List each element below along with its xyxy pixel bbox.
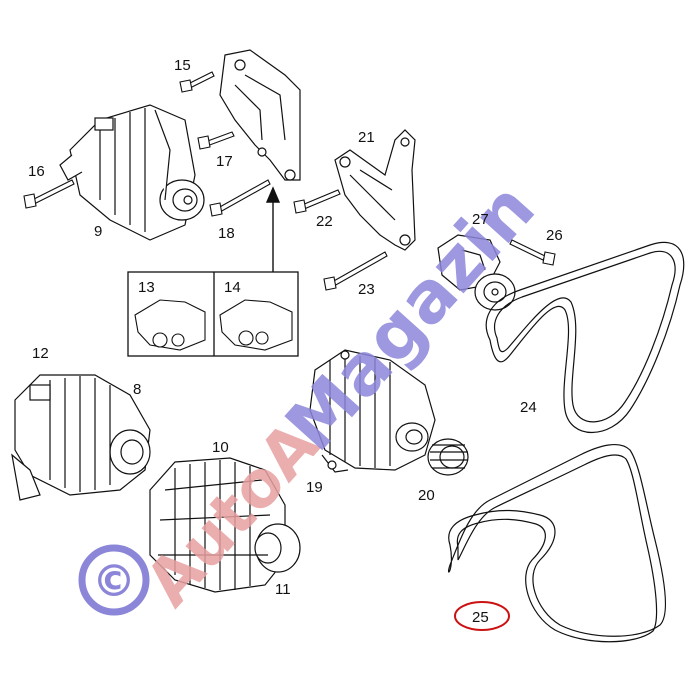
callout-17: 17 — [216, 153, 233, 170]
bolt-16 — [23, 179, 75, 209]
part-24-belt — [485, 241, 685, 433]
callout-14: 14 — [224, 279, 241, 296]
callout-27: 27 — [472, 211, 489, 228]
callout-8: 8 — [133, 381, 141, 398]
part-27-tensioner — [437, 234, 516, 311]
callout-23: 23 — [358, 281, 375, 298]
detail-box-13-14 — [127, 271, 299, 357]
mounting-bracket — [219, 49, 301, 181]
callout-25: 25 — [472, 609, 489, 626]
callout-19: 19 — [306, 479, 323, 496]
part-21-bracket — [334, 129, 416, 251]
callout-12: 12 — [32, 345, 49, 362]
callout-16: 16 — [28, 163, 45, 180]
callout-18: 18 — [218, 225, 235, 242]
callout-22: 22 — [316, 213, 333, 230]
bolt-22 — [293, 189, 341, 214]
part-19-alternator — [309, 349, 436, 473]
callout-9: 9 — [94, 223, 102, 240]
callout-13: 13 — [138, 279, 155, 296]
bolt-17 — [197, 131, 235, 150]
part-20-pulley — [427, 438, 469, 476]
callout-25-highlight — [454, 601, 510, 631]
callout-15: 15 — [174, 57, 191, 74]
bolt-26 — [509, 239, 556, 266]
bolt-15 — [179, 71, 215, 93]
pointer-arrow — [265, 186, 281, 272]
part-8-alternator — [11, 374, 151, 501]
part-25-belt — [447, 443, 667, 643]
copyright-circle — [78, 544, 150, 616]
callout-10: 10 — [212, 439, 229, 456]
callout-24: 24 — [520, 399, 537, 416]
bolt-18 — [209, 179, 271, 217]
callouts: 15 16 9 17 18 21 22 23 27 26 13 14 12 8 … — [28, 57, 563, 631]
part-11-alternator — [149, 457, 301, 593]
callout-20: 20 — [418, 487, 435, 504]
callout-21: 21 — [358, 129, 375, 146]
copyright-mark: © — [92, 556, 136, 607]
callout-26: 26 — [546, 227, 563, 244]
part-9-alternator — [59, 104, 205, 241]
callout-11: 11 — [275, 581, 291, 598]
bolt-23 — [323, 251, 388, 291]
